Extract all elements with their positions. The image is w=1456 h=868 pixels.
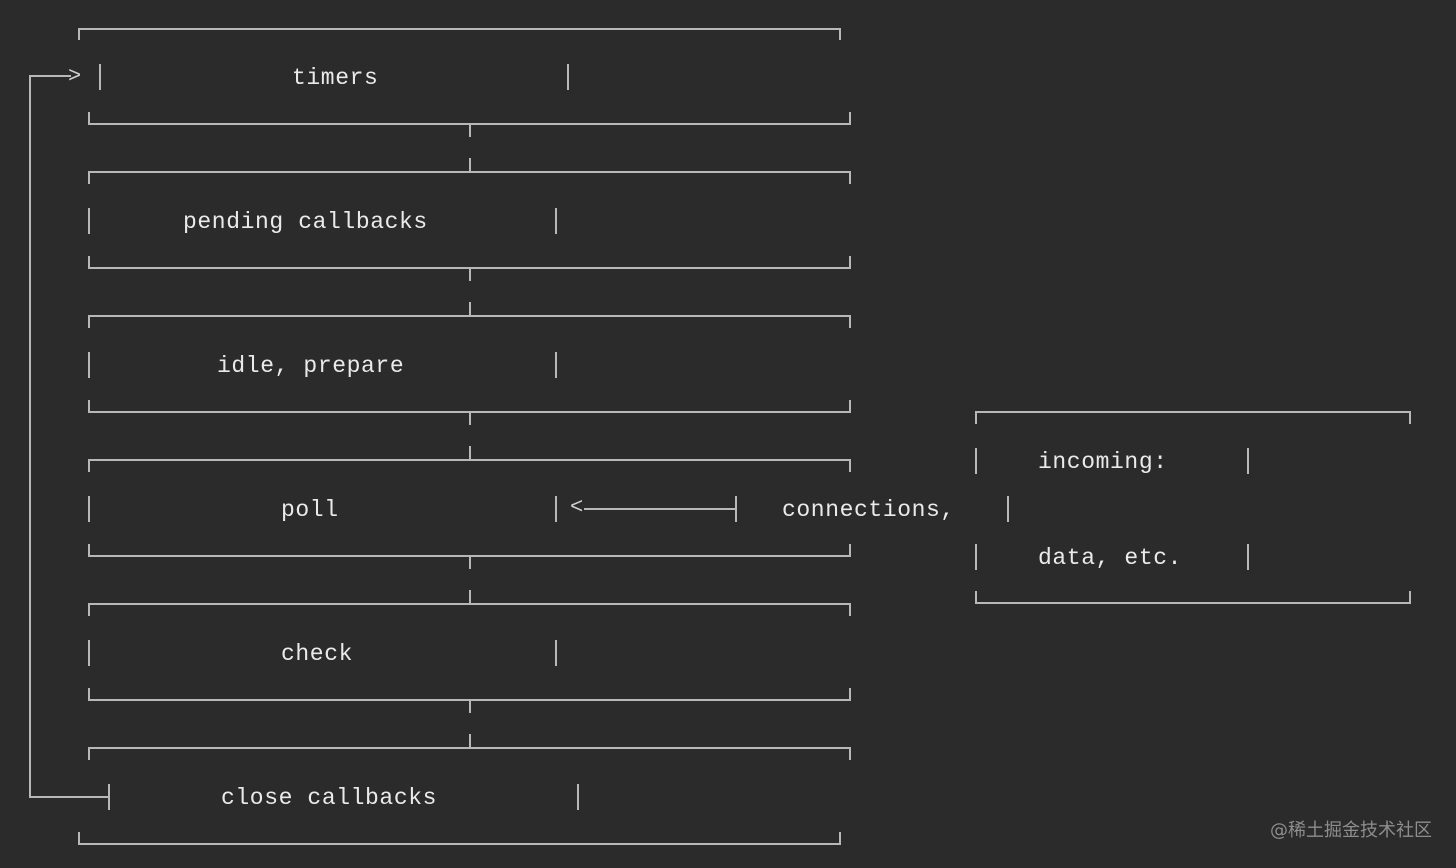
loop-arrow-head: >: [68, 64, 82, 89]
box-right-bar: [555, 208, 557, 234]
box-top-right-tick: [849, 171, 851, 184]
box-bottom-right-tick: [839, 832, 841, 845]
box-top-left-tick: [88, 171, 90, 184]
phase-label-poll: poll: [281, 497, 339, 523]
box-bottom-border: [88, 123, 851, 125]
box-bottom-border: [88, 699, 851, 701]
box-bottom-left-tick: [88, 256, 90, 269]
box-top-border: [78, 28, 841, 30]
box-left-bar: [99, 64, 101, 90]
box-right-bar: [567, 64, 569, 90]
phase-connector: [469, 413, 471, 425]
loop-back-line-vertical: [29, 75, 31, 798]
box-bottom-right-tick: [1409, 591, 1411, 604]
box-bottom-left-tick: [88, 688, 90, 701]
loop-back-line-top: [29, 75, 71, 77]
box-top-left-tick: [88, 603, 90, 616]
box-top-border: [88, 171, 851, 173]
box-top-right-tick: [839, 28, 841, 40]
box-bottom-left-tick: [88, 544, 90, 557]
incoming-label-line1: incoming:: [1038, 449, 1168, 475]
phase-connector: [469, 590, 471, 604]
phase-connector: [469, 302, 471, 316]
phase-connector: [469, 125, 471, 137]
phase-connector: [469, 557, 471, 569]
box-left-bar: [975, 544, 977, 570]
box-bottom-border: [78, 843, 841, 845]
box-bottom-right-tick: [849, 256, 851, 269]
box-bottom-left-tick: [975, 591, 977, 604]
phase-label-idle-prepare: idle, prepare: [217, 353, 405, 379]
box-top-left-tick: [88, 315, 90, 328]
box-top-left-tick: [78, 28, 80, 40]
box-top-border: [88, 603, 851, 605]
box-bottom-left-tick: [78, 832, 80, 845]
box-right-bar: [1247, 448, 1249, 474]
box-top-right-tick: [849, 747, 851, 760]
incoming-arrow-shaft: [584, 508, 736, 510]
box-bottom-border: [88, 411, 851, 413]
phase-connector: [469, 734, 471, 748]
box-left-bar: [88, 352, 90, 378]
box-top-right-tick: [849, 603, 851, 616]
phase-connector: [469, 158, 471, 172]
box-bottom-right-tick: [849, 544, 851, 557]
phase-label-check: check: [281, 641, 354, 667]
box-bottom-border: [88, 555, 851, 557]
box-right-bar: [555, 352, 557, 378]
loop-back-tick: [108, 784, 110, 810]
box-right-bar: [555, 640, 557, 666]
incoming-label-line3: data, etc.: [1038, 545, 1183, 571]
box-bottom-left-tick: [88, 400, 90, 413]
phase-connector: [469, 269, 471, 281]
phase-label-close-callbacks: close callbacks: [221, 785, 438, 811]
box-bottom-right-tick: [849, 400, 851, 413]
box-top-right-tick: [849, 459, 851, 472]
box-left-bar: [88, 496, 90, 522]
box-bottom-border: [975, 602, 1411, 604]
box-top-border: [88, 747, 851, 749]
box-top-border: [88, 459, 851, 461]
box-bottom-right-tick: [849, 112, 851, 125]
box-right-bar: [577, 784, 579, 810]
phase-connector: [469, 701, 471, 713]
box-top-left-tick: [88, 459, 90, 472]
box-left-bar: [88, 640, 90, 666]
box-right-bar: [1247, 544, 1249, 570]
box-right-bar: [555, 496, 557, 522]
box-top-border: [975, 411, 1411, 413]
incoming-arrow-tick: [735, 496, 737, 522]
phase-label-timers: timers: [292, 65, 379, 91]
box-left-bar: [88, 208, 90, 234]
box-left-bar: [975, 448, 977, 474]
box-top-right-tick: [1409, 411, 1411, 424]
incoming-label-line2: connections,: [782, 497, 955, 523]
incoming-arrow-head: <: [570, 495, 584, 520]
phase-label-pending-callbacks: pending callbacks: [183, 209, 428, 235]
box-top-right-tick: [849, 315, 851, 328]
box-top-left-tick: [975, 411, 977, 424]
box-bottom-right-tick: [849, 688, 851, 701]
loop-back-line-bottom: [29, 796, 109, 798]
box-top-border: [88, 315, 851, 317]
watermark-text: @稀土掘金技术社区: [1270, 820, 1432, 841]
phase-connector: [469, 446, 471, 460]
box-top-left-tick: [88, 747, 90, 760]
box-right-bar: [1007, 496, 1009, 522]
box-bottom-left-tick: [88, 112, 90, 125]
box-bottom-border: [88, 267, 851, 269]
